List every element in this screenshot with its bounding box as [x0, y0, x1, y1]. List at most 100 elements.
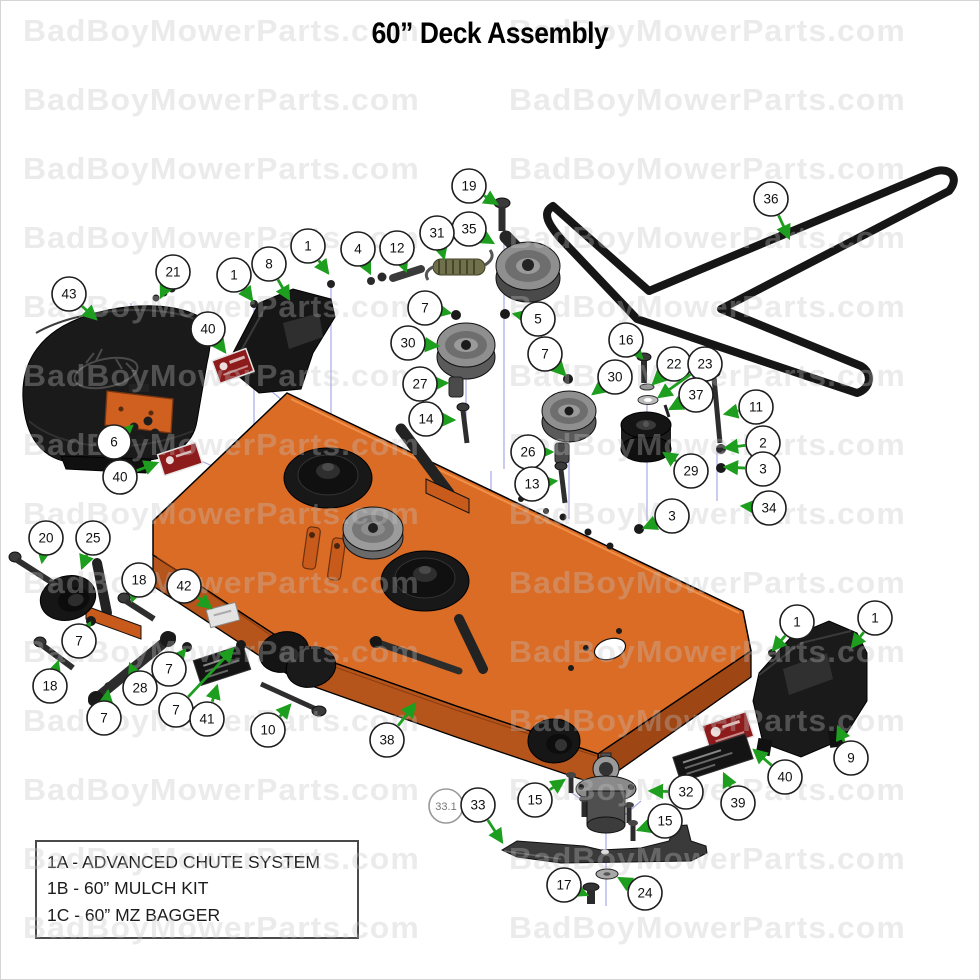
callout-7: 7	[407, 290, 453, 326]
callout-arrow	[635, 818, 653, 834]
callout-22: 22	[651, 346, 692, 386]
spindle-pulley-lower	[380, 550, 470, 612]
callout-4: 4	[340, 231, 376, 276]
callout-circle	[546, 867, 582, 903]
callout-number: 34	[761, 501, 777, 516]
idler-arm-center	[395, 423, 470, 514]
callout-arrow	[591, 379, 609, 396]
callout-arrow	[127, 661, 143, 680]
callout-circle	[517, 782, 553, 818]
callout-arrow	[481, 190, 499, 206]
callout-1: 1	[290, 228, 330, 275]
callout-number: 32	[678, 785, 693, 800]
callout-arrow	[424, 337, 441, 353]
callout-number: 18	[131, 573, 146, 588]
callout-arrow	[667, 396, 686, 411]
callout-21: 21	[155, 254, 191, 300]
callout-circle	[753, 181, 789, 217]
deck-belt	[543, 166, 958, 397]
callout-42: 42	[166, 568, 213, 610]
mower-blade	[500, 824, 708, 864]
callout-circle	[673, 453, 709, 489]
callout-arrow	[662, 451, 680, 467]
callout-26: 26	[510, 434, 555, 470]
callout-circle	[779, 604, 815, 640]
callout-arrow	[651, 369, 668, 386]
callout-circle	[250, 712, 286, 748]
callout-33.1: 33.1	[428, 788, 464, 824]
callout-arrow	[511, 309, 529, 325]
callout-number: 15	[657, 814, 672, 829]
callout-7: 7	[61, 621, 97, 659]
callout-6: 6	[96, 424, 134, 460]
callout-number: 7	[75, 634, 83, 649]
callout-number: 11	[749, 400, 763, 415]
callout-7: 7	[527, 336, 567, 377]
callout-24: 24	[616, 875, 663, 911]
black-decal-39	[672, 733, 754, 783]
callout-18: 18	[32, 659, 68, 704]
callout-1: 1	[850, 600, 893, 649]
callout-number: 10	[260, 723, 275, 738]
callout-arrow	[850, 631, 867, 649]
callout-7: 7	[151, 648, 187, 687]
callout-38: 38	[369, 702, 417, 758]
callout-arrow	[275, 703, 292, 720]
callout-arrow	[36, 547, 52, 565]
callout-17: 17	[546, 867, 590, 903]
callout-number: 7	[165, 662, 173, 677]
callout-8: 8	[251, 246, 291, 302]
callout-number: 7	[172, 703, 180, 718]
callout-arrow	[159, 281, 174, 300]
spindle-assembly	[575, 752, 637, 834]
callout-29: 29	[662, 451, 709, 489]
callout-circle	[32, 668, 68, 704]
callout-39: 39	[720, 771, 756, 821]
callout-3: 3	[722, 451, 781, 487]
caster-wheel	[527, 718, 581, 764]
callout-circle	[857, 600, 893, 636]
callout-arrow	[771, 634, 788, 652]
callout-arrow	[486, 819, 504, 844]
callout-number: 26	[520, 445, 535, 460]
callout-arrow	[98, 688, 114, 706]
callout-arrow	[79, 553, 94, 571]
callout-34: 34	[739, 490, 787, 526]
callout-circle	[51, 276, 87, 312]
callout-15: 15	[517, 778, 566, 818]
callout-number: 37	[688, 388, 703, 403]
callout-circle	[121, 562, 157, 598]
callout-arrow	[722, 771, 737, 790]
callout-number: 12	[389, 241, 404, 256]
callout-number: 19	[461, 179, 476, 194]
callout-arrow	[722, 459, 746, 476]
callout-circle	[720, 785, 756, 821]
callout-1: 1	[771, 604, 815, 652]
idler-arm-pulley	[495, 230, 561, 303]
callout-14: 14	[408, 401, 457, 437]
callout-number: 30	[607, 370, 622, 385]
page-title: 60” Deck Assembly	[371, 17, 609, 50]
callout-arrow	[627, 343, 644, 360]
callout-circle	[419, 215, 455, 251]
callout-11: 11	[722, 389, 774, 425]
callout-number: 36	[763, 192, 778, 207]
callout-10: 10	[250, 703, 292, 748]
callout-circle	[340, 231, 376, 267]
callout-arrow	[195, 593, 213, 610]
callout-circle	[216, 257, 252, 293]
callout-number: 43	[61, 287, 76, 302]
discharge-hole	[593, 637, 627, 661]
callout-number: 5	[534, 312, 542, 327]
callout-number: 39	[730, 796, 745, 811]
callout-number: 7	[421, 301, 429, 316]
v-idler-pulley	[620, 411, 672, 463]
danger-decal-b	[156, 441, 204, 477]
callout-circle	[608, 322, 644, 358]
callout-arrow	[657, 373, 692, 399]
callout-number: 28	[132, 681, 147, 696]
callout-37: 37	[667, 377, 714, 413]
